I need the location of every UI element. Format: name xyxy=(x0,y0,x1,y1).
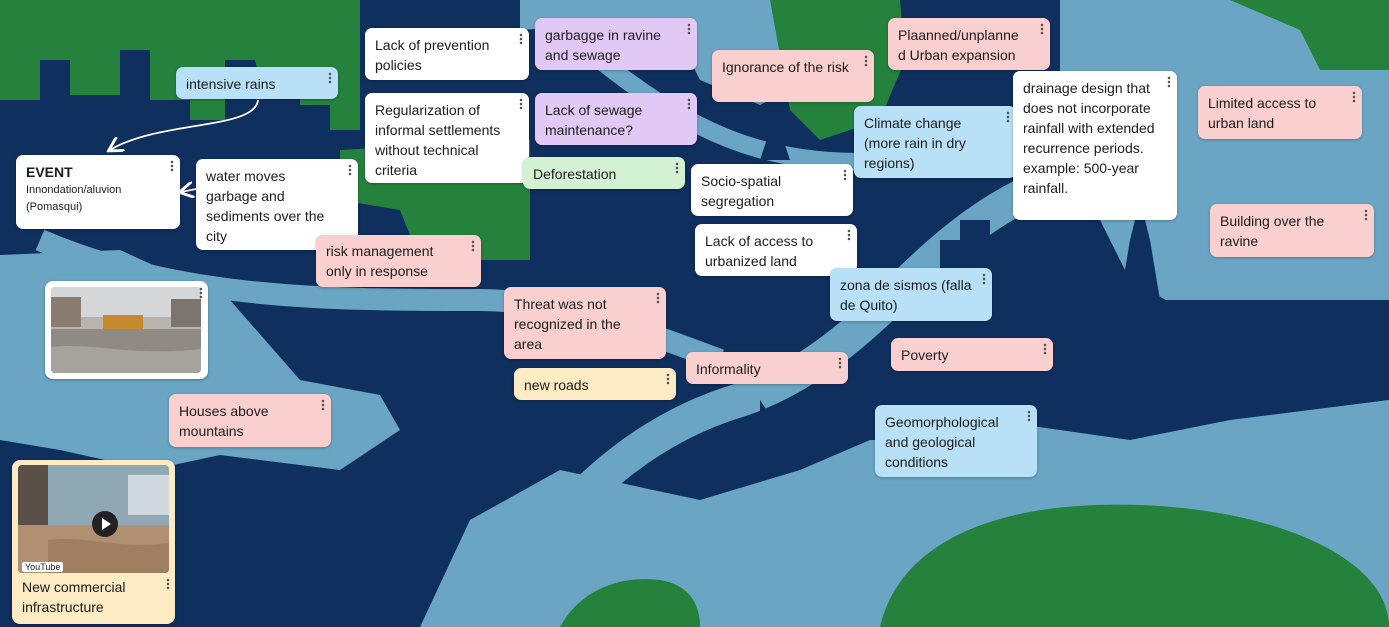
note-informality-text: Informality xyxy=(696,361,761,377)
kebab-menu-icon[interactable] xyxy=(1043,343,1047,355)
kebab-menu-icon[interactable] xyxy=(666,373,670,385)
note-ignorance[interactable]: Ignorance of the risk xyxy=(712,50,874,102)
note-new-roads[interactable]: new roads xyxy=(514,368,676,400)
note-lack-sewage[interactable]: Lack of sewage maintenance? xyxy=(535,93,697,145)
note-risk-management-text: risk management only in response xyxy=(326,243,434,279)
note-houses-text: Houses above mountains xyxy=(179,403,269,439)
note-garbagge[interactable]: garbagge in ravine and sewage xyxy=(535,18,697,70)
note-limited-access-text: Limited access to urban land xyxy=(1208,95,1317,131)
note-building-ravine-text: Building over the ravine xyxy=(1220,213,1325,249)
kebab-menu-icon[interactable] xyxy=(687,98,691,110)
note-risk-management[interactable]: risk management only in response xyxy=(316,235,481,287)
event-title: EVENT xyxy=(26,164,73,180)
note-threat[interactable]: Threat was not recognized in the area xyxy=(504,287,666,359)
kebab-menu-icon[interactable] xyxy=(471,240,475,252)
kebab-menu-icon[interactable] xyxy=(1167,76,1171,88)
note-climate-change-text: Climate change (more rain in dry regions… xyxy=(864,115,966,171)
note-lack-prevention-text: Lack of prevention policies xyxy=(375,37,490,73)
note-lack-access-urbanized[interactable]: Lack of access to urbanized land xyxy=(695,224,857,276)
note-socio-spatial-text: Socio-spatial segregation xyxy=(701,173,782,209)
kebab-menu-icon[interactable] xyxy=(1027,410,1031,422)
note-zona-sismos-text: zona de sismos (falla de Quito) xyxy=(840,277,972,313)
note-poverty[interactable]: Poverty xyxy=(891,338,1053,371)
note-drainage[interactable]: drainage design that does not incorporat… xyxy=(1013,71,1177,220)
kebab-menu-icon[interactable] xyxy=(199,287,203,299)
note-geomorph[interactable]: Geomorphological and geological conditio… xyxy=(875,405,1037,477)
note-water-moves[interactable]: water moves garbage and sediments over t… xyxy=(196,159,358,250)
note-geomorph-text: Geomorphological and geological conditio… xyxy=(885,414,999,470)
kebab-menu-icon[interactable] xyxy=(519,33,523,45)
note-climate-change[interactable]: Climate change (more rain in dry regions… xyxy=(854,106,1016,178)
kebab-menu-icon[interactable] xyxy=(864,55,868,67)
note-limited-access[interactable]: Limited access to urban land xyxy=(1198,86,1362,139)
note-building-ravine[interactable]: Building over the ravine xyxy=(1210,204,1374,257)
flood-photo-card[interactable] xyxy=(45,281,208,379)
note-deforestation[interactable]: Deforestation xyxy=(523,157,685,189)
kebab-menu-icon[interactable] xyxy=(166,578,170,590)
note-water-moves-text: water moves garbage and sediments over t… xyxy=(206,168,325,244)
event-subtitle: Innondation/aluvion (Pomasqui) xyxy=(26,184,122,213)
note-lack-sewage-text: Lack of sewage maintenance? xyxy=(545,102,643,138)
kebab-menu-icon[interactable] xyxy=(328,72,332,84)
note-regularization[interactable]: Regularization of informal settlements w… xyxy=(365,93,529,183)
note-houses[interactable]: Houses above mountains xyxy=(169,394,331,447)
note-drainage-text: drainage design that does not incorporat… xyxy=(1023,80,1155,196)
note-new-roads-text: new roads xyxy=(524,377,589,393)
kebab-menu-icon[interactable] xyxy=(847,229,851,241)
kebab-menu-icon[interactable] xyxy=(321,399,325,411)
note-new-commercial-text: New commercial infrastructure xyxy=(22,579,126,615)
kebab-menu-icon[interactable] xyxy=(1006,111,1010,123)
kebab-menu-icon[interactable] xyxy=(675,162,679,174)
note-intensive-rains-text: intensive rains xyxy=(186,76,276,92)
kebab-menu-icon[interactable] xyxy=(348,164,352,176)
note-lack-access-urbanized-text: Lack of access to urbanized land xyxy=(705,233,814,269)
youtube-label: YouTube xyxy=(22,562,64,572)
note-garbagge-text: garbagge in ravine and sewage xyxy=(545,27,661,63)
note-ignorance-text: Ignorance of the risk xyxy=(722,59,849,75)
kebab-menu-icon[interactable] xyxy=(687,23,691,35)
flood-photo xyxy=(51,287,201,373)
kebab-menu-icon[interactable] xyxy=(519,98,523,110)
note-threat-text: Threat was not recognized in the area xyxy=(514,296,621,352)
note-plaanned[interactable]: Plaanned/unplanne d Urban expansion xyxy=(888,18,1050,70)
kebab-menu-icon[interactable] xyxy=(1364,209,1368,221)
note-event[interactable]: EVENT Innondation/aluvion (Pomasqui) xyxy=(16,155,180,229)
video-card-new-commercial[interactable]: YouTube New commercial infrastructure xyxy=(12,460,175,624)
kebab-menu-icon[interactable] xyxy=(843,169,847,181)
note-informality[interactable]: Informality xyxy=(686,352,848,384)
note-deforestation-text: Deforestation xyxy=(533,166,617,182)
kebab-menu-icon[interactable] xyxy=(982,273,986,285)
note-socio-spatial[interactable]: Socio-spatial segregation xyxy=(691,164,853,216)
play-icon[interactable] xyxy=(92,511,118,537)
kebab-menu-icon[interactable] xyxy=(656,292,660,304)
note-zona-sismos[interactable]: zona de sismos (falla de Quito) xyxy=(830,268,992,321)
kebab-menu-icon[interactable] xyxy=(838,357,842,369)
note-intensive-rains[interactable]: intensive rains xyxy=(176,67,338,99)
kebab-menu-icon[interactable] xyxy=(1352,91,1356,103)
note-lack-prevention[interactable]: Lack of prevention policies xyxy=(365,28,529,80)
note-poverty-text: Poverty xyxy=(901,347,949,363)
kebab-menu-icon[interactable] xyxy=(1040,23,1044,35)
note-plaanned-text: Plaanned/unplanne d Urban expansion xyxy=(898,27,1019,63)
note-regularization-text: Regularization of informal settlements w… xyxy=(375,102,501,178)
kebab-menu-icon[interactable] xyxy=(170,160,174,172)
